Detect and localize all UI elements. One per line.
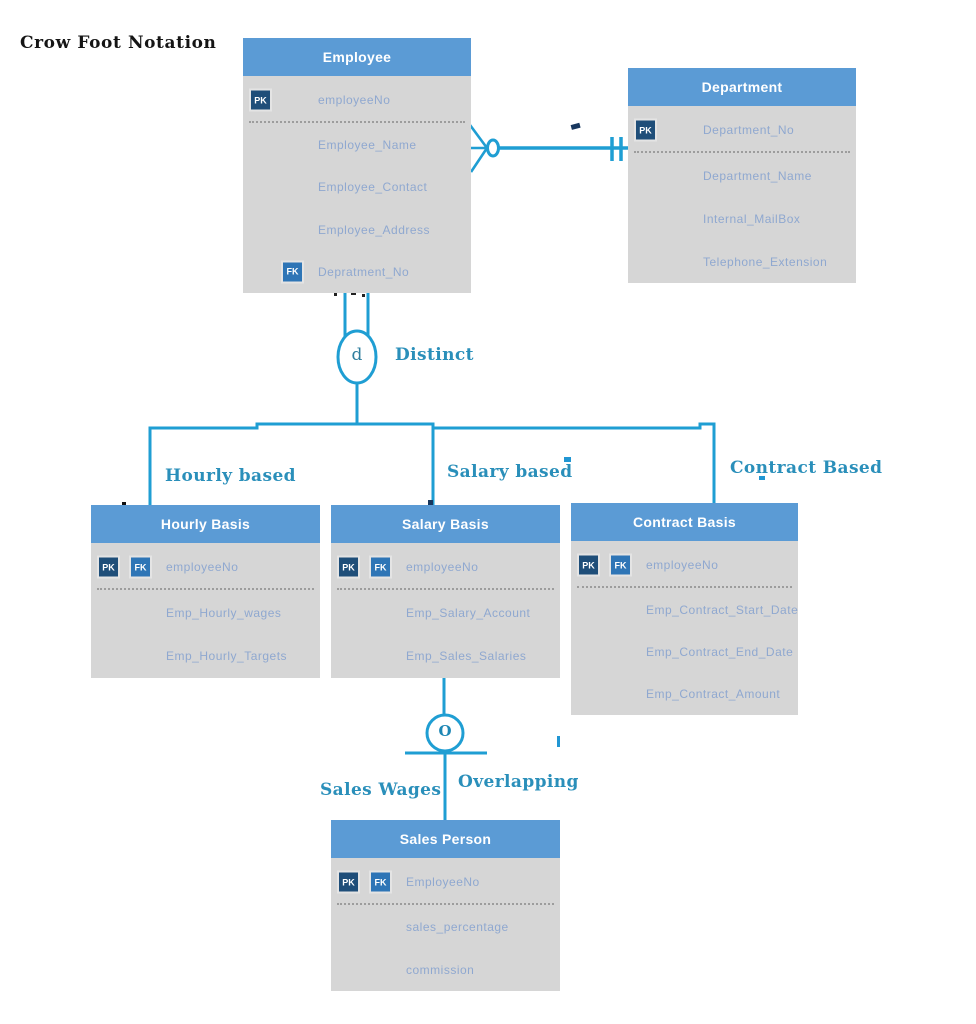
pk-badge: PK <box>249 88 272 112</box>
attribute-name: Emp_Hourly_Targets <box>166 649 288 664</box>
entity-department: Department PK Department_No Department_N… <box>628 68 856 283</box>
attribute-name: employeeNo <box>166 560 239 574</box>
fk-badge: FK <box>129 555 152 579</box>
label-hourly-based: Hourly based <box>165 466 296 486</box>
entity-department-title: Department <box>628 68 856 106</box>
entity-hourly-basis: Hourly Basis PK FK employeeNo Emp_Hourly… <box>91 505 320 678</box>
entity-contract-basis-title: Contract Basis <box>571 503 798 541</box>
pk-badge: PK <box>337 870 360 894</box>
fk-badge: FK <box>369 870 392 894</box>
pk-badge: PK <box>577 553 600 577</box>
attribute-row: Emp_Contract_End_Date <box>571 631 798 673</box>
entity-contract-basis-body: PK FK employeeNo Emp_Contract_Start_Date… <box>571 541 798 715</box>
attribute-row: Employee_Contact <box>243 166 471 208</box>
attribute-name: Telephone_Extension <box>703 254 828 269</box>
pk-badge: PK <box>337 555 360 579</box>
attribute-row: PK FK employeeNo <box>571 541 798 589</box>
entity-employee-body: PK employeeNo Employee_Name Employee_Con… <box>243 76 471 293</box>
attribute-name: Emp_Contract_Start_Date <box>646 603 799 617</box>
attribute-name: Employee_Name <box>318 138 417 153</box>
artifact-mark <box>334 293 337 296</box>
attribute-row: PK Department_No <box>628 106 856 154</box>
attribute-name: EmployeeNo <box>406 875 480 889</box>
attribute-name: Emp_Hourly_wages <box>166 605 282 620</box>
branch-line <box>148 422 716 505</box>
attribute-row: Emp_Hourly_wages <box>91 591 320 635</box>
attribute-row: sales_percentage <box>331 906 560 949</box>
attribute-row: Emp_Hourly_Targets <box>91 635 320 679</box>
attribute-row: Emp_Salary_Account <box>331 591 560 635</box>
entity-salary-basis: Salary Basis PK FK employeeNo Emp_Salary… <box>331 505 560 678</box>
entity-sales-person-body: PK FK EmployeeNo sales_percentage commis… <box>331 858 560 991</box>
artifact-mark <box>557 736 560 747</box>
attribute-row: Employee_Name <box>243 124 471 166</box>
artifact-mark <box>570 122 581 130</box>
fk-badge: FK <box>281 260 304 284</box>
attribute-row: commission <box>331 949 560 992</box>
attribute-row: PK FK employeeNo <box>91 543 320 591</box>
pk-badge: PK <box>97 555 120 579</box>
relationship-employee-department <box>468 124 628 173</box>
attribute-name: employeeNo <box>646 558 719 572</box>
attribute-name: sales_percentage <box>406 920 509 935</box>
entity-sales-person: Sales Person PK FK EmployeeNo sales_perc… <box>331 820 560 991</box>
entity-sales-person-title: Sales Person <box>331 820 560 858</box>
entity-hourly-basis-body: PK FK employeeNo Emp_Hourly_wages Emp_Ho… <box>91 543 320 678</box>
entity-contract-basis: Contract Basis PK FK employeeNo Emp_Cont… <box>571 503 798 715</box>
attribute-name: employeeNo <box>406 560 479 574</box>
label-distinct: Distinct <box>395 345 474 365</box>
label-salary-based: Salary based <box>447 462 573 482</box>
label-overlapping: Overlapping <box>458 772 579 792</box>
attribute-row: Telephone_Extension <box>628 240 856 283</box>
fk-badge: FK <box>609 553 632 577</box>
distinct-symbol: d <box>351 345 363 365</box>
entity-salary-basis-title: Salary Basis <box>331 505 560 543</box>
attribute-row: Emp_Contract_Amount <box>571 673 798 715</box>
attribute-row: PK FK employeeNo <box>331 543 560 591</box>
attribute-name: Emp_Contract_Amount <box>646 687 781 701</box>
attribute-name: Depratment_No <box>318 264 410 279</box>
entity-employee: Employee PK employeeNo Employee_Name Emp… <box>243 38 471 293</box>
attribute-row: Emp_Contract_Start_Date <box>571 589 798 631</box>
attribute-name: Emp_Contract_End_Date <box>646 645 794 659</box>
crow-foot-many-icon <box>468 124 489 173</box>
attribute-row: PK FK EmployeeNo <box>331 858 560 906</box>
attribute-name: Employee_Address <box>318 222 431 237</box>
attribute-name: Internal_MailBox <box>703 211 801 226</box>
attribute-name: Department_No <box>703 123 795 137</box>
attribute-name: Department_Name <box>703 168 812 183</box>
entity-hourly-basis-title: Hourly Basis <box>91 505 320 543</box>
attribute-name: commission <box>406 962 475 977</box>
zero-cardinality-circle-icon <box>486 138 500 158</box>
attribute-row: FK Depratment_No <box>243 251 471 293</box>
attribute-row: Emp_Sales_Salaries <box>331 635 560 679</box>
attribute-row: Department_Name <box>628 154 856 197</box>
entity-salary-basis-body: PK FK employeeNo Emp_Salary_Account Emp_… <box>331 543 560 678</box>
pk-badge: PK <box>634 118 657 142</box>
attribute-row: PK employeeNo <box>243 76 471 124</box>
attribute-name: Employee_Contact <box>318 180 428 195</box>
overlapping-symbol: O <box>438 722 452 740</box>
attribute-name: Emp_Sales_Salaries <box>406 649 527 664</box>
label-contract-based: Contract Based <box>730 458 883 478</box>
attribute-name: employeeNo <box>318 93 391 107</box>
attribute-row: Employee_Address <box>243 209 471 251</box>
attribute-name: Emp_Salary_Account <box>406 605 531 620</box>
one-and-only-one-bars-icon <box>610 137 623 161</box>
label-sales-wages: Sales Wages <box>320 780 442 800</box>
page-title: Crow Foot Notation <box>20 33 217 53</box>
attribute-row: Internal_MailBox <box>628 197 856 240</box>
artifact-mark <box>362 294 365 297</box>
fk-badge: FK <box>369 555 392 579</box>
entity-department-body: PK Department_No Department_Name Interna… <box>628 106 856 283</box>
entity-employee-title: Employee <box>243 38 471 76</box>
double-line <box>343 293 370 340</box>
